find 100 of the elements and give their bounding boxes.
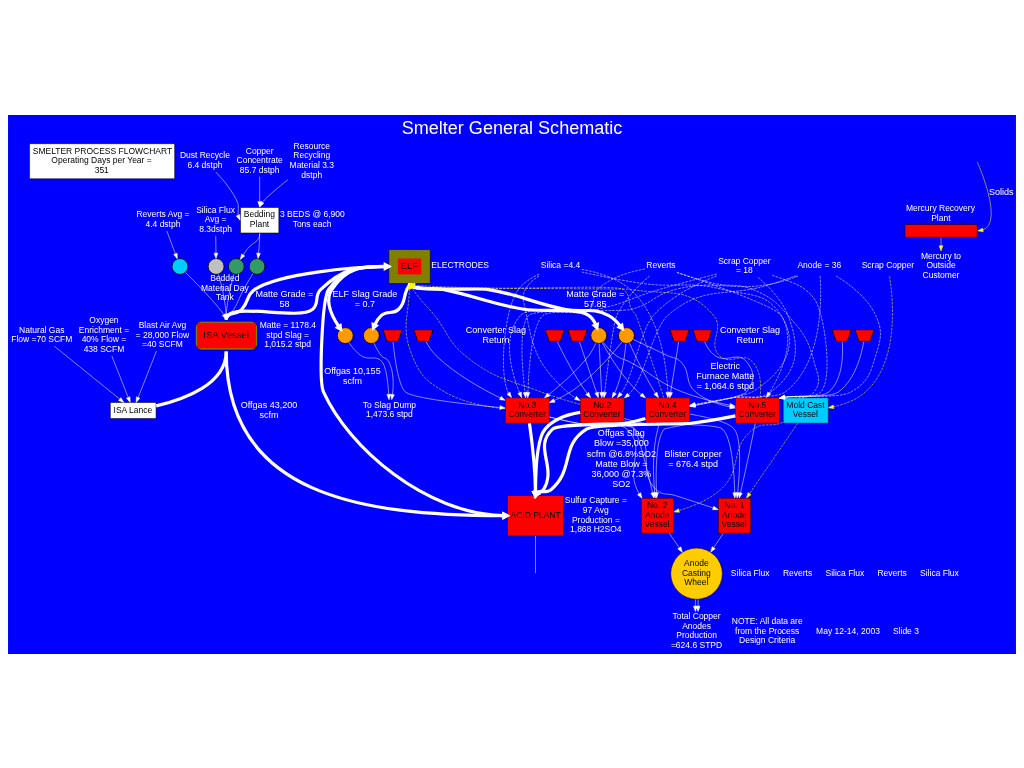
- node-text: Resource Recycling Material 3.3 dstph: [289, 140, 334, 180]
- arrow: [425, 340, 506, 401]
- arrow: [579, 340, 599, 398]
- edge-label: Offgas 10,155 scfm: [324, 365, 381, 386]
- arrow: [602, 275, 650, 398]
- node-circle: [362, 326, 380, 344]
- arrow: [348, 341, 391, 400]
- arrow: [54, 345, 125, 403]
- label: Silica Flux: [730, 567, 770, 578]
- arrow: [111, 355, 131, 403]
- node-text: Dust Recycle 6.4 dstph: [179, 149, 230, 170]
- arrow: [710, 532, 724, 552]
- arrow: [696, 598, 701, 612]
- node-circle: [171, 257, 189, 275]
- arrow: [611, 342, 627, 398]
- arrow: [771, 274, 828, 399]
- node-text: Copper Concentrate 85.7 dstph: [236, 145, 283, 175]
- arrow: [213, 235, 219, 259]
- arrow: [549, 416, 719, 510]
- node-circle: [248, 257, 266, 275]
- label: Reverts: [782, 567, 813, 578]
- arrow: [779, 340, 843, 399]
- arrow: [938, 236, 944, 251]
- arrow: [673, 421, 784, 513]
- node-text: Anode = 36: [797, 259, 842, 270]
- arrow: [503, 273, 540, 398]
- node-trapezoid: [544, 328, 565, 342]
- node-text: Silica =4.4: [540, 259, 581, 270]
- edge-label: Converter Slag Return: [719, 324, 781, 345]
- edge-label: Solids: [989, 186, 1014, 197]
- arrow: [581, 271, 788, 398]
- node-trapezoid: [831, 328, 852, 342]
- arrow: [746, 422, 798, 498]
- arrow: [598, 342, 604, 398]
- node-text: Reverts: [646, 259, 676, 270]
- label: Reverts: [877, 567, 907, 578]
- edge-label: Offgas Slag Blow =35,000 scfm @6.8%SO2 Matte Blow = 36,000 @7.3% SO2: [586, 427, 656, 489]
- node-text: Blast Air Avg = 28,000 Flow =40 SCFM: [135, 319, 190, 349]
- node-text: Silica Flux Avg = 8.3dstph: [196, 204, 235, 234]
- arrow: [693, 598, 698, 612]
- node-trapezoid: [567, 328, 588, 342]
- arrow: [544, 342, 597, 398]
- arrow: [522, 275, 581, 401]
- edge-label: Matte Grade = 57.85: [566, 288, 625, 309]
- arrow: [779, 275, 881, 399]
- arrow: [738, 422, 756, 498]
- node-label: Bedded Material Day Tank: [201, 272, 249, 302]
- node-trapezoid: [692, 328, 713, 342]
- edge-label: Blister Copper = 676.4 stpd: [664, 448, 722, 469]
- label: May 12-14, 2003: [816, 625, 880, 636]
- node-label: ELECTRODES: [431, 259, 489, 270]
- node-circle: [227, 257, 245, 275]
- node-label: Sulfur Capture = 97 Avg Production = 1,868 H2SO4: [564, 494, 627, 534]
- arrow: [602, 342, 646, 398]
- edge-label: Electric Furnace Matte = 1,064.6 stpd: [696, 360, 755, 391]
- arrow: [224, 350, 511, 520]
- arrow: [240, 232, 260, 260]
- node-text: Total Copper Anodes Production =624.6 STPD: [670, 610, 723, 650]
- arrow: [549, 341, 623, 403]
- node-circle: [618, 326, 635, 344]
- arrow: [629, 342, 659, 398]
- arrow: [215, 171, 241, 220]
- node-trapezoid: [854, 328, 875, 342]
- node-label: Mercury Recovery Plant: [905, 202, 975, 223]
- node-circle: [336, 326, 354, 344]
- node-text: To Slag Dump 1,473.6 stpd: [362, 399, 417, 419]
- node-text: Natural Gas Flow =70 SCFM: [11, 324, 73, 344]
- arrow: [509, 268, 646, 398]
- node-text: Oxygen Enrichment = 40% Flow = 438 SCFM: [78, 314, 130, 354]
- arrow: [976, 161, 992, 232]
- edge-label: Matte Grade = 58: [255, 288, 314, 309]
- node-trapezoid: [413, 328, 434, 342]
- arrow: [256, 232, 261, 259]
- edge-label: ELF Slag Grade = 0.7: [332, 288, 398, 309]
- label: Silica Flux: [920, 567, 959, 578]
- arrow: [373, 342, 395, 400]
- node-trapezoid: [669, 328, 690, 342]
- node-text: Scrap Copper: [861, 259, 915, 270]
- edge-label: Offgas 43,200 scfm: [240, 399, 298, 420]
- arrow: [617, 275, 717, 398]
- edge-label: Converter Slag Return: [465, 324, 526, 345]
- arrow: [624, 274, 797, 398]
- arrow: [525, 275, 799, 398]
- connector: [155, 350, 228, 407]
- diagram-title: Smelter General Schematic: [401, 117, 623, 138]
- label: Silica Flux: [825, 567, 865, 578]
- arrow: [521, 273, 717, 398]
- arrow: [581, 268, 670, 398]
- arrow: [689, 413, 740, 498]
- node-circle: [207, 257, 225, 275]
- node-text: Scrap Copper = 18: [718, 255, 771, 275]
- arrow: [166, 230, 178, 259]
- arrow: [828, 275, 893, 409]
- node-label: Matte = 1178.4 stpd Slag = 1,015.2 stpd: [259, 319, 316, 349]
- arrow: [779, 340, 864, 399]
- node-text: Reverts Avg = 4.4 dstph: [136, 208, 190, 229]
- label: Slide 3: [892, 625, 919, 636]
- arrow: [668, 340, 679, 398]
- node-trapezoid: [382, 328, 403, 342]
- node-text: Mercury to Outside Customer: [920, 250, 962, 280]
